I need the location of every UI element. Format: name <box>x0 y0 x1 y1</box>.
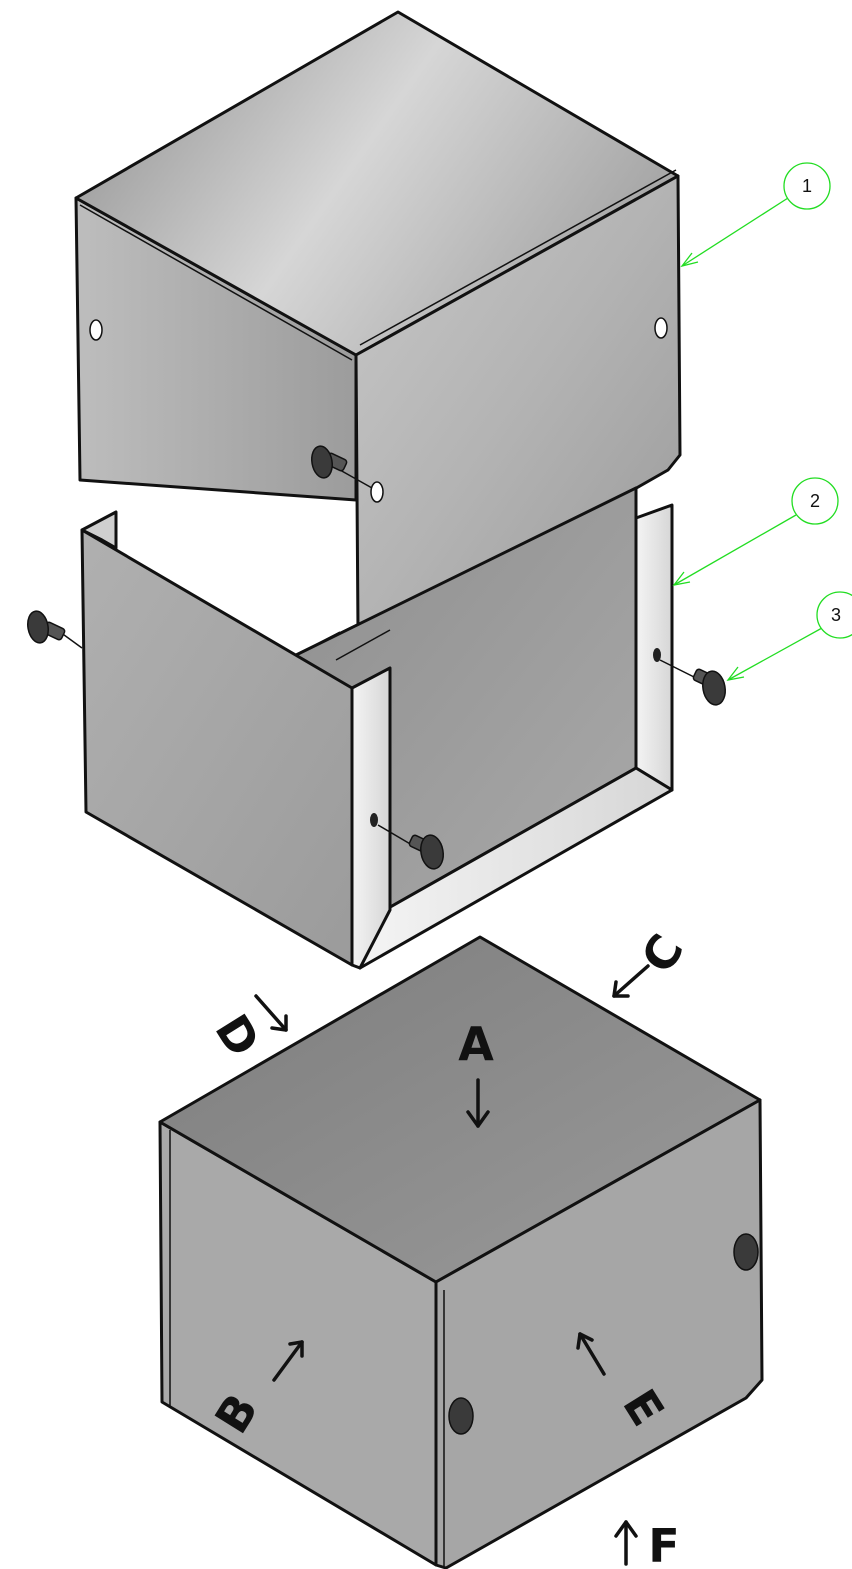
view-label-d: D <box>205 1005 271 1066</box>
cover-hole <box>370 481 384 503</box>
view-arrow-b <box>272 1340 304 1382</box>
screw <box>27 610 83 649</box>
frame-left-wall <box>80 528 354 967</box>
view-arrow-e <box>576 1332 606 1376</box>
balloon-label: 2 <box>810 491 820 511</box>
top-cover-part <box>74 10 682 642</box>
cover-hole <box>89 319 103 341</box>
balloon-2: 2 <box>672 477 839 586</box>
frame-part <box>80 486 674 970</box>
cover-hole <box>654 317 668 339</box>
view-arrow-f <box>614 1520 638 1566</box>
view-arrow-d <box>254 994 288 1032</box>
balloon-3: 3 <box>726 591 852 681</box>
view-label-a: A <box>458 1017 494 1071</box>
view-arrow-c <box>612 964 650 998</box>
view-arrow-a <box>466 1078 490 1128</box>
frame-hole <box>653 648 661 662</box>
balloon-label: 3 <box>831 605 841 625</box>
balloon-1: 1 <box>680 162 831 268</box>
frame-right-flange <box>634 503 674 792</box>
view-label-f: F <box>648 1519 679 1569</box>
screw <box>377 824 444 870</box>
balloon-label: 1 <box>802 176 812 196</box>
screw <box>659 659 726 706</box>
box-screw <box>733 1233 759 1271</box>
box-screw <box>448 1397 474 1435</box>
frame-left-lip <box>80 510 118 550</box>
screw <box>311 445 373 489</box>
frame-hole <box>370 813 378 827</box>
box-right-face <box>434 1098 764 1569</box>
